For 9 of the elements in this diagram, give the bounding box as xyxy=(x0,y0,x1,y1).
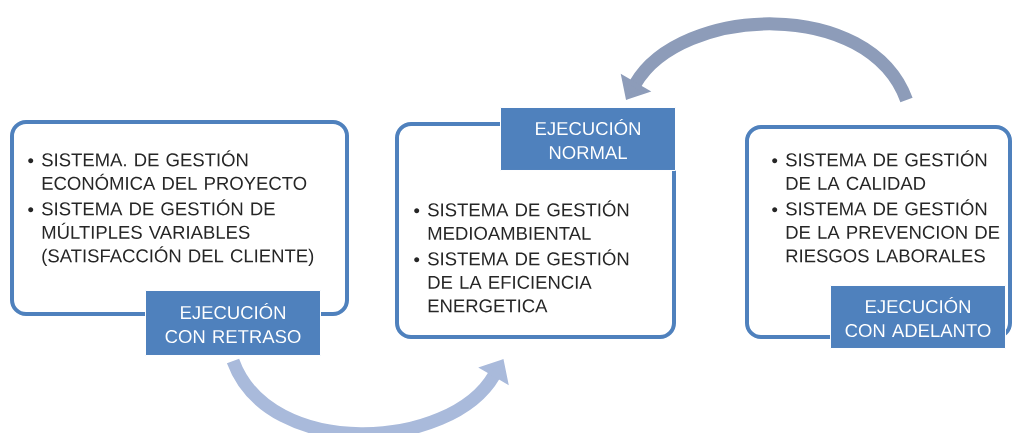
bullet-text: SISTEMA. DE GESTIÓN ECONÓMICA DEL PROYECTO xyxy=(42,150,307,190)
bullet-text: SISTEMA DE GESTIÓN DE LA EFICIENCIA ENERGETICA xyxy=(428,249,629,313)
bullet-text: SISTEMA DE GESTIÓN DE MÚLTIPLES VARIABLES (SATISFACCIÓN DEL CLIENTE) xyxy=(42,199,314,267)
label-box: EJECUCIÓN NORMAL xyxy=(500,107,676,171)
label-box: EJECUCIÓN CON RETRASO xyxy=(145,290,321,356)
label-box: EJECUCIÓN CON ADELANTO xyxy=(830,285,1006,349)
bullet-text: SISTEMA DE GESTIÓN DE LA PREVENCION DE RIESGOS LABORALES xyxy=(786,199,1000,263)
bullet-text: SISTEMA DE GESTIÓN MEDIOAMBIENTAL xyxy=(428,200,629,240)
bullet-text: SISTEMA DE GESTIÓN DE LA CALIDAD xyxy=(786,150,987,190)
